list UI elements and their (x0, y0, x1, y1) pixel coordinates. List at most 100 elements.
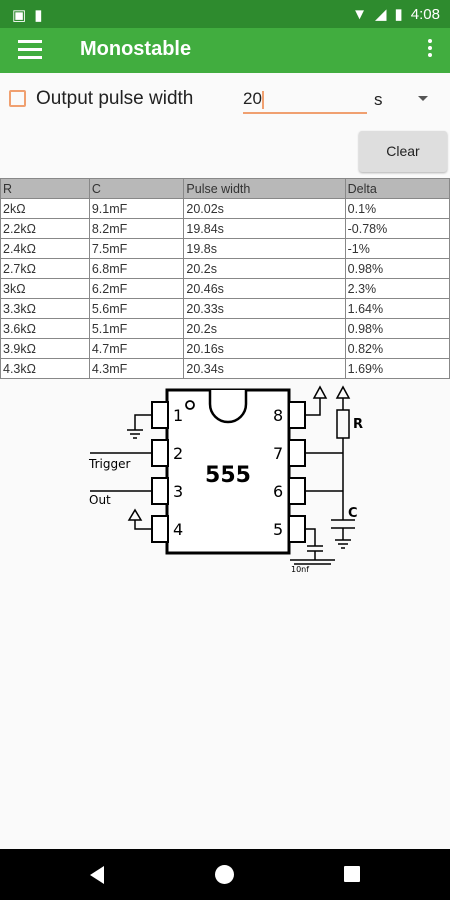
capacitor-value-label: 10nf (291, 565, 309, 574)
cell-delta: 0.98% (344, 318, 450, 339)
cell-pulse-width: 20.34s (183, 358, 346, 379)
cell-r: 3.9kΩ (0, 338, 90, 359)
pin-number-1: 1 (173, 406, 183, 425)
header-c: C (88, 178, 185, 199)
cell-c: 8.2mF (88, 218, 185, 239)
text-cursor (261, 90, 264, 109)
table-header-row: R C Pulse width Delta (0, 178, 450, 199)
pin1-wire (134, 414, 152, 430)
unit-select[interactable]: s (374, 90, 383, 109)
pulse-width-form: Output pulse width 20 s (0, 80, 450, 120)
pin-7 (288, 439, 306, 467)
status-bar: ▣ ▮ ▼ ◢ ▮ 4:08 (0, 0, 450, 28)
cell-pulse-width: 19.8s (183, 238, 346, 259)
pin-number-5: 5 (273, 520, 283, 539)
vcc-arrow-pin4 (127, 508, 143, 521)
ground-symbol-10nf (290, 559, 335, 565)
cell-c: 4.3mF (88, 358, 185, 379)
cell-c: 4.7mF (88, 338, 185, 359)
pin-5 (288, 515, 306, 543)
pin-number-3: 3 (173, 482, 183, 501)
checkbox-label: Output pulse width (36, 88, 194, 109)
output-pulse-width-checkbox[interactable] (9, 90, 26, 107)
chip-notch (208, 390, 248, 424)
cell-delta: -0.78% (344, 218, 450, 239)
pin-number-8: 8 (273, 406, 283, 425)
ground-symbol (127, 429, 143, 439)
battery-icon: ▮ (394, 6, 403, 23)
hamburger-menu-icon[interactable] (18, 40, 42, 60)
back-icon[interactable] (90, 866, 104, 884)
cell-c: 9.1mF (88, 198, 185, 219)
cell-c: 5.6mF (88, 298, 185, 319)
cell-delta: 1.64% (344, 298, 450, 319)
capacitor-c (331, 519, 355, 529)
cell-r: 3kΩ (0, 278, 90, 299)
c-label: C (348, 506, 358, 521)
header-pulse-width: Pulse width (183, 178, 346, 199)
cell-c: 7.5mF (88, 238, 185, 259)
pin-3 (151, 477, 169, 505)
pin-number-7: 7 (273, 444, 283, 463)
resistor (336, 409, 350, 439)
clock: 4:08 (410, 5, 440, 23)
overflow-menu-icon[interactable] (428, 39, 434, 60)
app-bar: Monostable (0, 28, 450, 73)
circuit-diagram-555: 555 1 2 3 4 5 6 7 8 Trigger Out (88, 385, 363, 574)
cell-c: 5.1mF (88, 318, 185, 339)
header-r: R (0, 178, 90, 199)
pin-6 (288, 477, 306, 505)
wifi-icon: ▼ (352, 5, 367, 23)
header-delta: Delta (344, 178, 450, 199)
pin-number-2: 2 (173, 444, 183, 463)
cell-r: 2.2kΩ (0, 218, 90, 239)
cell-c: 6.8mF (88, 258, 185, 279)
cell-delta: -1% (344, 238, 450, 259)
vcc-arrow-pin8 (312, 385, 328, 399)
pin-1 (151, 401, 169, 429)
vcc-arrow-r (335, 385, 351, 399)
input-value: 20 (243, 89, 262, 108)
cell-pulse-width: 20.46s (183, 278, 346, 299)
cell-r: 2.7kΩ (0, 258, 90, 279)
navigation-bar (0, 849, 450, 900)
home-icon[interactable] (215, 865, 234, 884)
pin1-marker (185, 400, 195, 410)
cell-r: 3.3kΩ (0, 298, 90, 319)
cell-pulse-width: 20.2s (183, 258, 346, 279)
cell-r: 2kΩ (0, 198, 90, 219)
pin4-wire (134, 520, 152, 530)
cell-r: 3.6kΩ (0, 318, 90, 339)
cell-c: 6.2mF (88, 278, 185, 299)
chip-label: 555 (205, 463, 251, 488)
page-title: Monostable (80, 38, 192, 60)
cell-r: 4.3kΩ (0, 358, 90, 379)
dropdown-arrow-icon[interactable] (418, 96, 428, 101)
ground-symbol-c (335, 539, 351, 549)
r-label: R (353, 417, 363, 432)
recent-apps-icon[interactable] (344, 866, 360, 882)
out-label: Out (89, 493, 111, 507)
cell-pulse-width: 20.16s (183, 338, 346, 359)
clear-button[interactable]: Clear (359, 131, 447, 172)
cell-r: 2.4kΩ (0, 238, 90, 259)
signal-icon: ◢ (374, 6, 387, 23)
pin-number-6: 6 (273, 482, 283, 501)
pulse-width-input[interactable]: 20 (243, 84, 367, 114)
pin-number-4: 4 (173, 520, 183, 539)
cell-pulse-width: 20.02s (183, 198, 346, 219)
capacitor-10nf (307, 545, 323, 552)
trigger-label: Trigger (88, 457, 130, 471)
cell-delta: 0.82% (344, 338, 450, 359)
cell-pulse-width: 19.84s (183, 218, 346, 239)
